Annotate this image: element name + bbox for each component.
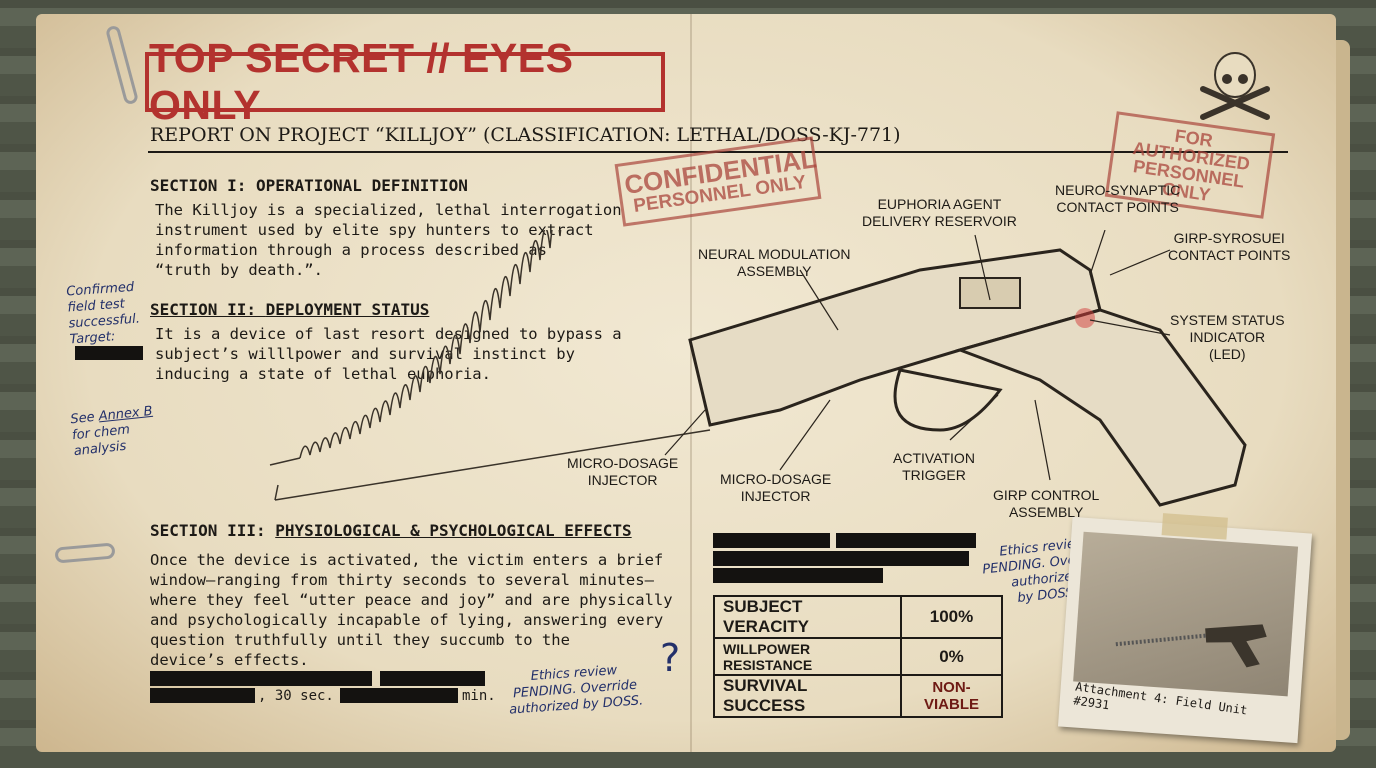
section-1-heading: SECTION I: OPERATIONAL DEFINITION	[150, 176, 468, 195]
field-unit-photo[interactable]: Attachment 4: Field Unit #2931	[1057, 513, 1313, 744]
label-activation-trigger: ACTIVATION TRIGGER	[893, 450, 975, 483]
label-neuro-synaptic: NEURO-SYNAPTIC CONTACT POINTS	[1055, 182, 1181, 215]
label-micro-dosage-2: MICRO-DOSAGE INJECTOR	[720, 471, 832, 504]
label-neural-modulation: NEURAL MODULATION ASSEMBLY	[698, 246, 851, 279]
redaction-bar	[150, 688, 255, 703]
stat-label: SURVIVAL SUCCESS	[713, 674, 902, 718]
label-micro-dosage-1: MICRO-DOSAGE INJECTOR	[567, 455, 679, 488]
note-confirmed: Confirmed field test successful. Target:	[65, 279, 141, 348]
spring-coil	[269, 230, 711, 501]
photo-image	[1073, 531, 1299, 697]
status-led-icon	[1075, 308, 1095, 328]
redaction-bar	[75, 346, 143, 360]
redaction-bar	[340, 688, 458, 703]
redaction-bar	[713, 533, 830, 548]
classification-title: TOP SECRET // EYES ONLY	[145, 35, 665, 128]
title-divider	[148, 151, 1288, 153]
note-ethics-1: Ethics review PENDING. Override authoriz…	[508, 663, 644, 718]
report-title: REPORT ON PROJECT “KILLJOY” (CLASSIFICAT…	[150, 124, 901, 146]
redaction-bar	[836, 533, 976, 548]
section-2-body: It is a device of last resort designed t…	[155, 325, 622, 383]
section-3-heading: SECTION III: PHYSIOLOGICAL & PSYCHOLOGIC…	[150, 521, 632, 540]
redaction-bar	[713, 551, 969, 566]
skull-crossbones-icon	[1200, 52, 1270, 120]
killjoy-device-diagram	[269, 230, 1247, 507]
question-mark: ?	[660, 636, 681, 680]
stat-value: 0%	[900, 637, 1003, 676]
stat-value: 100%	[900, 595, 1003, 639]
redaction-bar	[380, 671, 485, 686]
label-status-indicator: SYSTEM STATUS INDICATOR (LED)	[1170, 312, 1285, 362]
redaction-bar	[150, 671, 372, 686]
note-annex: See Annex B for chem analysis	[69, 403, 154, 460]
stat-value: NON-VIABLE	[900, 674, 1003, 718]
section-1-body: The Killjoy is a specialized, lethal int…	[155, 201, 622, 279]
stat-label: WILLPOWER RESISTANCE	[713, 637, 902, 676]
gun-body	[688, 248, 1247, 507]
section-3-body: Once the device is activated, the victim…	[150, 551, 673, 669]
gun-photo-icon	[1115, 624, 1267, 668]
redacted-sec-text: , 30 sec.	[258, 688, 334, 704]
page-crease	[690, 14, 692, 752]
label-euphoria-reservoir: EUPHORIA AGENT DELIVERY RESERVOIR	[862, 196, 1017, 229]
stat-label: SUBJECT VERACITY	[713, 595, 902, 639]
section-2-heading: SECTION II: DEPLOYMENT STATUS	[150, 300, 430, 319]
label-girp-control: GIRP CONTROL ASSEMBLY	[993, 487, 1100, 520]
label-girp-contact: GIRP-SYROSUEI CONTACT POINTS	[1168, 230, 1291, 263]
tape	[1161, 513, 1228, 540]
redacted-min-text: min.	[462, 688, 496, 704]
redaction-bar	[713, 568, 883, 583]
